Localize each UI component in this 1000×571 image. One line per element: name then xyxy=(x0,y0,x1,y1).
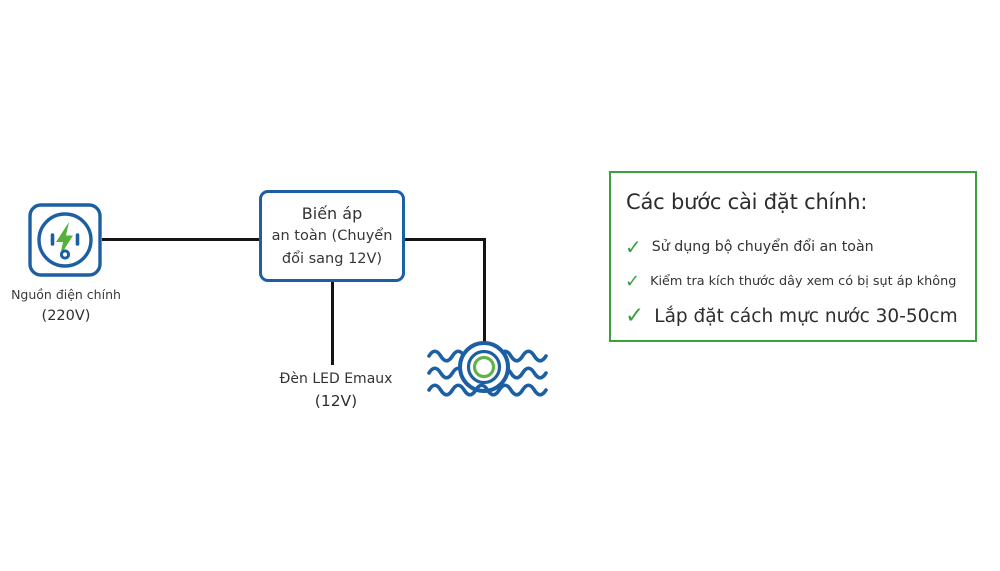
wire-outlet-to-transformer xyxy=(102,238,260,241)
transformer-box: Biến áp an toàn (Chuyển đổi sang 12V) xyxy=(259,190,405,282)
installation-steps-panel: Các bước cài đặt chính: ✓ Sử dụng bộ chu… xyxy=(609,171,977,342)
checklist-item-text: Sử dụng bộ chuyển đổi an toàn xyxy=(651,239,874,255)
wave-bottom xyxy=(427,383,548,397)
power-source-label: Nguồn điện chính xyxy=(11,287,121,302)
transformer-line1: Biến áp xyxy=(301,203,363,223)
panel-title: Các bước cài đặt chính: xyxy=(626,190,868,214)
power-source-voltage: (220V) xyxy=(41,308,91,324)
checklist-item: ✓ Lắp đặt cách mực nước 30-50cm xyxy=(625,303,958,329)
checklist-item-text: Kiểm tra kích thước dây xem có bị sụt áp… xyxy=(650,274,957,289)
transformer-line3: đổi sang 12V) xyxy=(281,250,383,267)
light-lens xyxy=(472,355,496,379)
lightning-bolt-icon xyxy=(56,222,73,256)
wire-transformer-to-led-label xyxy=(331,282,334,365)
underwater-light-icon xyxy=(427,341,548,397)
checklist-item: ✓ Sử dụng bộ chuyển đổi an toàn xyxy=(625,235,874,259)
wire-transformer-to-light-horizontal xyxy=(404,238,486,241)
led-voltage: (12V) xyxy=(314,392,358,410)
check-icon: ✓ xyxy=(625,303,645,329)
power-outlet-icon xyxy=(28,203,102,277)
led-label: Đèn LED Emaux xyxy=(279,371,393,387)
checklist-item-text: Lắp đặt cách mực nước 30-50cm xyxy=(654,305,958,327)
wire-transformer-to-light-vertical xyxy=(483,238,486,344)
transformer-line2: an toàn (Chuyển xyxy=(271,227,393,244)
check-icon: ✓ xyxy=(625,235,642,259)
check-icon: ✓ xyxy=(625,271,641,292)
checklist-item: ✓ Kiểm tra kích thước dây xem có bị sụt … xyxy=(625,271,956,292)
